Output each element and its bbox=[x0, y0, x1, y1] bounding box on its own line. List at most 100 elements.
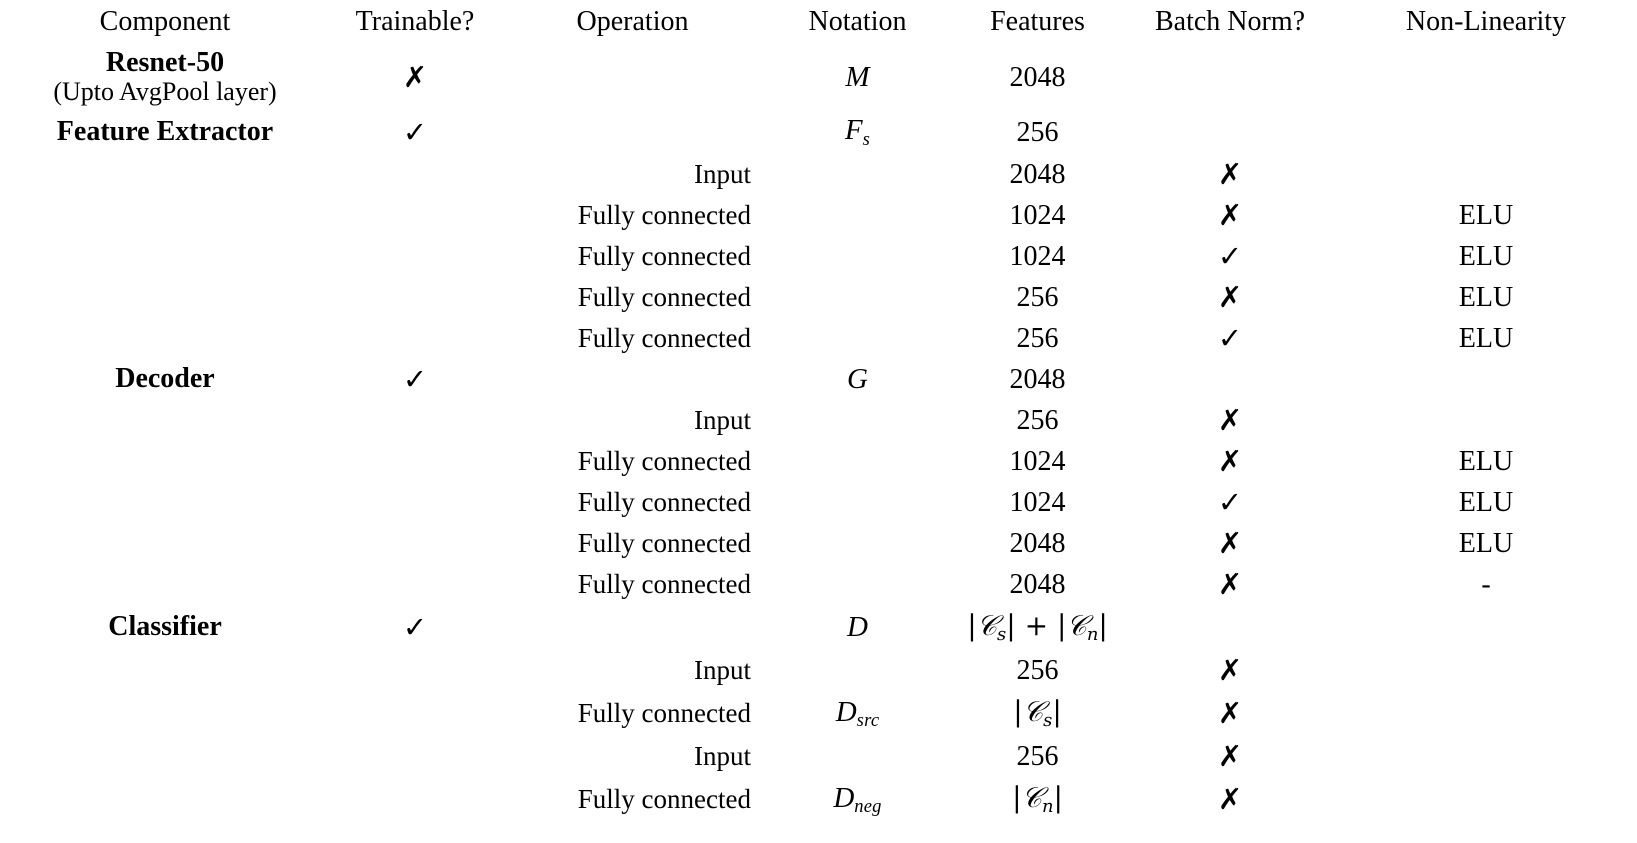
notation-subscript: neg bbox=[854, 796, 882, 818]
trainable-cell bbox=[330, 400, 500, 441]
features-sub-b: n bbox=[1086, 624, 1099, 646]
notation-cell bbox=[765, 154, 950, 195]
component-cell bbox=[0, 777, 330, 822]
notation-cell: Dsrc bbox=[765, 691, 950, 736]
nonlinearity-cell: ELU bbox=[1458, 200, 1514, 231]
nonlinearity-cell bbox=[1335, 691, 1637, 736]
features-cell: 256 bbox=[1016, 323, 1059, 354]
batchnorm-cell: ✗ bbox=[1217, 567, 1243, 601]
trainable-cell bbox=[330, 277, 500, 318]
operation-cell-resnet50 bbox=[500, 44, 765, 110]
component-cell bbox=[0, 195, 330, 236]
notation-cell bbox=[765, 482, 950, 523]
header-non-linearity: Non-Linearity bbox=[1405, 6, 1567, 37]
features-cell: 1024 bbox=[1009, 487, 1066, 518]
nonlinearity-cell: ELU bbox=[1458, 446, 1514, 477]
notation-symbol: M bbox=[845, 60, 870, 93]
operation-cell: Fully connected bbox=[577, 784, 751, 814]
features-cell-feature-extractor: 256 bbox=[1016, 116, 1059, 148]
nonlinearity-cell: ELU bbox=[1458, 282, 1514, 313]
notation-cell-feature-extractor: Fs bbox=[765, 110, 950, 154]
nonlinearity-cell bbox=[1335, 154, 1637, 195]
header-row: Component Trainable? Operation Notation … bbox=[0, 0, 1637, 44]
batchnorm-cell: ✗ bbox=[1217, 653, 1243, 687]
notation-cell-decoder: G bbox=[765, 359, 950, 400]
features-cell-resnet50: 2048 bbox=[1009, 61, 1066, 93]
batchnorm-cell: ✗ bbox=[1217, 280, 1243, 314]
component-name: Classifier bbox=[108, 611, 222, 643]
features-cell-classifier: |𝒞s| + |𝒞n| bbox=[950, 605, 1125, 650]
table-row: Fully connected 1024 ✓ ELU bbox=[0, 482, 1637, 523]
section-header-row-feature-extractor: Feature Extractor ✓ Fs 256 bbox=[0, 110, 1637, 154]
nonlinearity-cell-resnet50 bbox=[1335, 44, 1637, 110]
operation-cell: Fully connected bbox=[577, 528, 751, 558]
component-name: Decoder bbox=[115, 363, 215, 395]
batchnorm-cell: ✗ bbox=[1217, 696, 1243, 730]
trainable-cell bbox=[330, 691, 500, 736]
table-row: Fully connected 256 ✓ ELU bbox=[0, 318, 1637, 359]
nonlinearity-cell: ELU bbox=[1458, 487, 1514, 518]
nonlinearity-cell bbox=[1335, 736, 1637, 777]
table-row: Fully connected 1024 ✗ ELU bbox=[0, 195, 1637, 236]
batchnorm-cell-decoder bbox=[1125, 359, 1335, 400]
notation-cell bbox=[765, 736, 950, 777]
notation-cell bbox=[765, 318, 950, 359]
features-cell: 1024 bbox=[1009, 241, 1066, 272]
batchnorm-cell: ✗ bbox=[1217, 444, 1243, 478]
trainable-cell bbox=[330, 154, 500, 195]
component-cell bbox=[0, 277, 330, 318]
operation-cell: Input bbox=[694, 741, 751, 771]
nonlinearity-cell: ELU bbox=[1458, 528, 1514, 559]
table-row: Fully connected 256 ✗ ELU bbox=[0, 277, 1637, 318]
trainable-cell bbox=[330, 318, 500, 359]
notation-cell bbox=[765, 400, 950, 441]
features-cell: 1024 bbox=[1009, 200, 1066, 231]
trainable-cell bbox=[330, 523, 500, 564]
component-cell bbox=[0, 650, 330, 691]
features-subscript: n bbox=[1041, 796, 1054, 818]
table-row: Fully connected 2048 ✗ - bbox=[0, 564, 1637, 605]
component-name: Feature Extractor bbox=[56, 115, 274, 147]
features-sub-a: s bbox=[997, 624, 1007, 646]
component-name: Resnet-50 bbox=[105, 46, 225, 78]
trainable-cell bbox=[330, 777, 500, 822]
notation-cell: Dneg bbox=[765, 777, 950, 822]
batchnorm-cell: ✗ bbox=[1217, 198, 1243, 232]
component-cell bbox=[0, 691, 330, 736]
batchnorm-cell-resnet50 bbox=[1125, 44, 1335, 110]
operation-cell: Fully connected bbox=[577, 446, 751, 476]
component-cell-classifier: Classifier bbox=[0, 605, 330, 650]
notation-subscript: s bbox=[862, 128, 871, 150]
operation-cell: Fully connected bbox=[577, 200, 751, 230]
nonlinearity-cell bbox=[1335, 650, 1637, 691]
nonlinearity-cell: ELU bbox=[1458, 323, 1514, 354]
table-row: Fully connected Dneg |𝒞n| ✗ bbox=[0, 777, 1637, 822]
nonlinearity-cell: ELU bbox=[1458, 241, 1514, 272]
table-row: Fully connected Dsrc |𝒞s| ✗ bbox=[0, 691, 1637, 736]
features-cell: |𝒞n| bbox=[1012, 781, 1063, 818]
table-header: Component Trainable? Operation Notation … bbox=[0, 0, 1637, 44]
table-body: Resnet-50 (Upto AvgPool layer) ✗ M 2048 … bbox=[0, 44, 1637, 822]
trainable-cell bbox=[330, 441, 500, 482]
operation-cell: Input bbox=[694, 405, 751, 435]
operation-cell-classifier bbox=[500, 605, 765, 650]
notation-cell bbox=[765, 650, 950, 691]
trainable-cell bbox=[330, 650, 500, 691]
header-operation: Operation bbox=[576, 6, 689, 37]
trainable-mark-feature-extractor: ✓ bbox=[402, 114, 428, 149]
header-batch-norm: Batch Norm? bbox=[1154, 6, 1306, 37]
nonlinearity-cell-classifier bbox=[1335, 605, 1637, 650]
nonlinearity-cell-feature-extractor bbox=[1335, 110, 1637, 154]
features-cell-decoder: 2048 bbox=[1009, 364, 1066, 395]
operation-cell: Fully connected bbox=[577, 569, 751, 599]
component-cell bbox=[0, 736, 330, 777]
batchnorm-cell-feature-extractor bbox=[1125, 110, 1335, 154]
batchnorm-cell: ✗ bbox=[1217, 526, 1243, 560]
header-notation: Notation bbox=[808, 6, 907, 37]
notation-symbol: D bbox=[847, 611, 868, 643]
notation-cell-classifier: D bbox=[765, 605, 950, 650]
nonlinearity-cell bbox=[1335, 777, 1637, 822]
trainable-mark-decoder: ✓ bbox=[402, 362, 428, 396]
table-row: Fully connected 1024 ✗ ELU bbox=[0, 441, 1637, 482]
